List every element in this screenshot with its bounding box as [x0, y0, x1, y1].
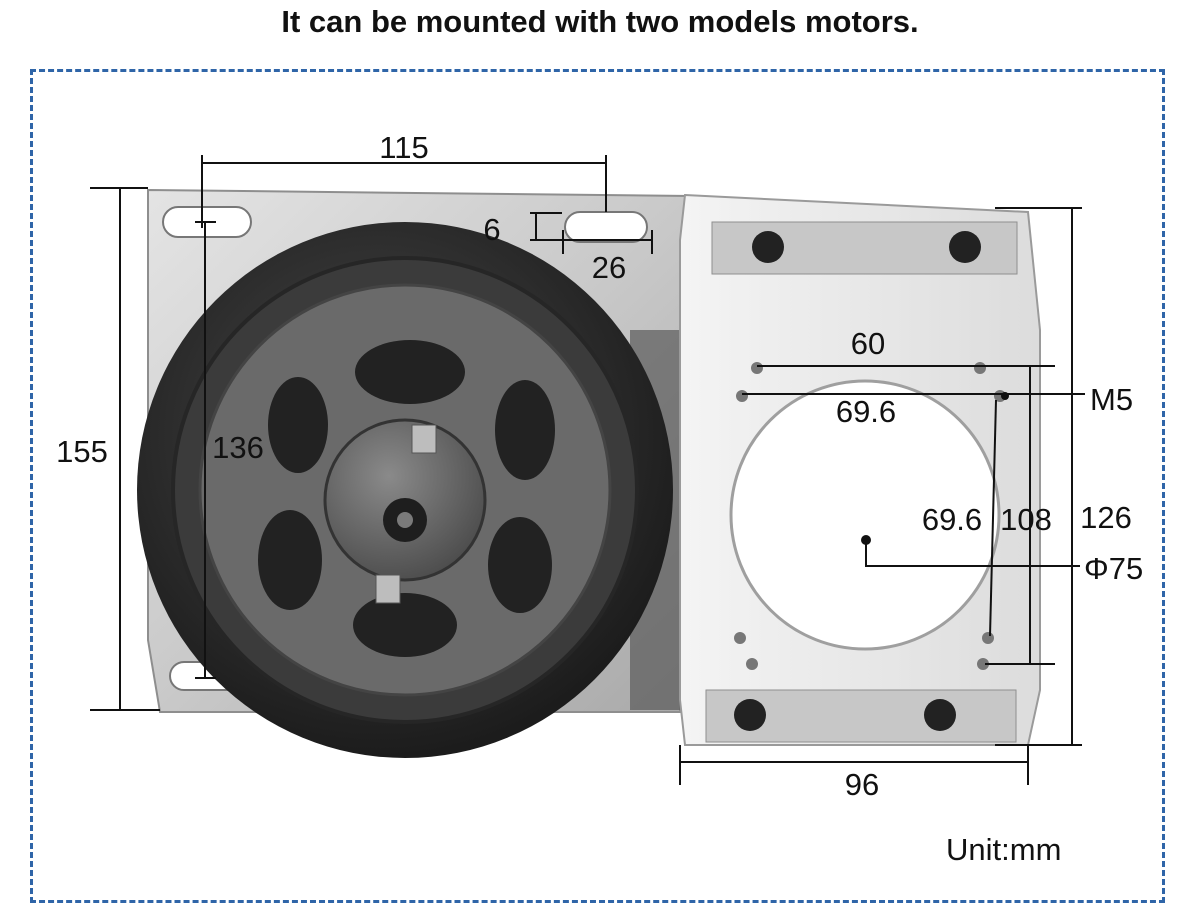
- mount-hole: [736, 390, 748, 402]
- mount-hole: [977, 658, 989, 670]
- unit-label: Unit:mm: [946, 832, 1062, 867]
- dim-label-m5: M5: [1090, 382, 1133, 417]
- bolt-icon: [734, 699, 766, 731]
- dim-label-69-6-horizontal: 69.6: [836, 394, 896, 429]
- mount-slot-right: [564, 211, 648, 243]
- dim-label-phi75: Φ75: [1084, 551, 1143, 586]
- dim-label-69-6-vertical: 69.6: [922, 502, 982, 537]
- dim-label-126: 126: [1080, 500, 1132, 535]
- motor-bore: [729, 379, 1001, 651]
- page-title: It can be mounted with two models motors…: [281, 4, 919, 39]
- dim-label-96: 96: [845, 767, 879, 802]
- dim-label-60: 60: [851, 326, 885, 361]
- dashed-frame: [30, 69, 1165, 903]
- dim-label-136: 136: [212, 430, 264, 465]
- bolt-icon: [752, 231, 784, 263]
- dimension-lines: [90, 155, 1085, 785]
- m5-leader-dot: [1001, 392, 1009, 400]
- dim-label-155: 155: [56, 434, 108, 469]
- mount-hole: [734, 632, 746, 644]
- dim-label-6: 6: [483, 212, 500, 247]
- pulley-wheel: [137, 222, 673, 758]
- motor-plate: [679, 193, 1041, 746]
- mount-hole: [746, 658, 758, 670]
- dim-label-108: 108: [1000, 502, 1052, 537]
- bolt-icon: [924, 699, 956, 731]
- bore-center-dot: [861, 535, 871, 545]
- mount-hole: [974, 362, 986, 374]
- dim-label-115: 115: [379, 130, 428, 165]
- bolt-icon: [949, 231, 981, 263]
- mount-hole: [751, 362, 763, 374]
- mount-hole: [982, 632, 994, 644]
- dim-label-26: 26: [592, 250, 626, 285]
